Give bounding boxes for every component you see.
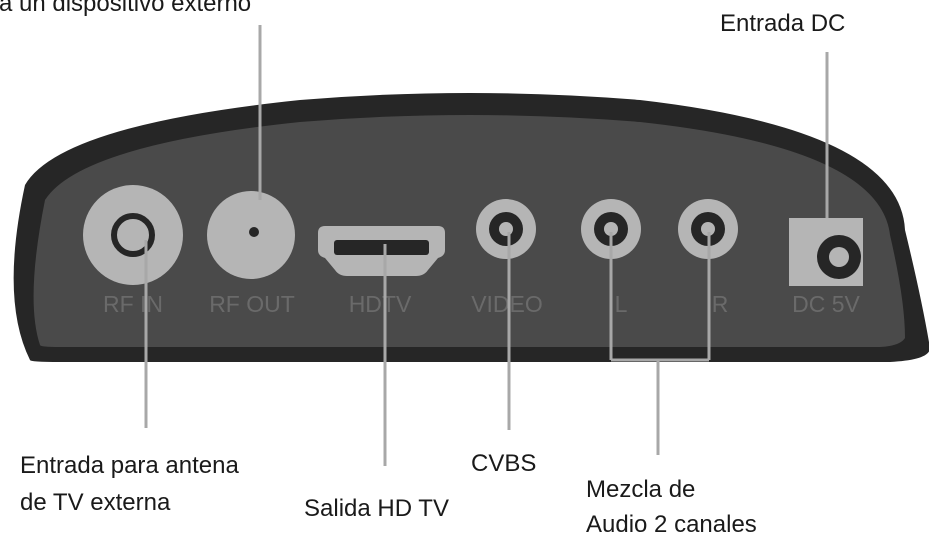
audio-r-port	[678, 199, 738, 259]
antenna-callout-line1: Entrada para antena	[20, 452, 239, 479]
video-port	[476, 199, 536, 259]
video-label: VIDEO	[471, 291, 543, 317]
antenna-callout-line2: de TV externa	[20, 489, 171, 516]
audio-r-label: R	[712, 291, 729, 317]
audio-callout-line2: Audio 2 canales	[586, 511, 757, 538]
cvbs-callout: CVBS	[471, 450, 537, 477]
audio-callout-line1: Mezcla de	[586, 476, 696, 503]
rf-in-label: RF IN	[103, 291, 163, 317]
rf-out-callout: a un dispositivo externo	[0, 0, 252, 17]
dc-label: DC 5V	[792, 291, 860, 317]
audio-l-label: L	[615, 291, 628, 317]
device-face	[33, 115, 906, 347]
rf-out-port	[207, 191, 295, 279]
rf-in-port	[83, 185, 183, 285]
dc-port	[789, 218, 863, 286]
hd-output-callout: Salida HD TV	[304, 495, 449, 522]
hdmi-port	[318, 226, 445, 276]
dc-callout: Entrada DC	[720, 10, 846, 37]
audio-l-port	[581, 199, 641, 259]
rf-out-label: RF OUT	[209, 291, 295, 317]
hdtv-label: HDTV	[349, 291, 412, 317]
